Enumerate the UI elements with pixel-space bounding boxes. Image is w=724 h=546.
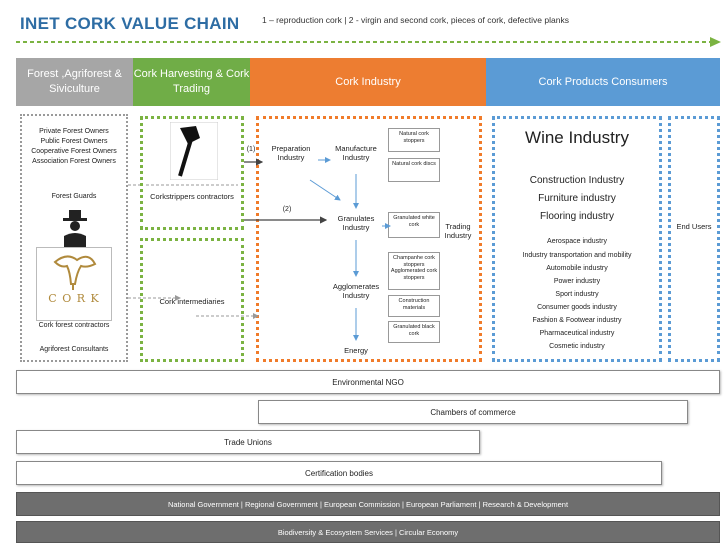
diagram-title: INET CORK VALUE CHAIN bbox=[20, 14, 240, 33]
header-harvest: Cork Harvesting & Cork Trading bbox=[133, 58, 250, 106]
cork-logo-text: C O R K bbox=[48, 292, 100, 305]
header-consumers: Cork Products Consumers bbox=[486, 58, 720, 106]
bar-certification-bodies: Certification bodies bbox=[16, 461, 662, 485]
product-construction-materials: Construction materials bbox=[388, 295, 440, 317]
cork-tree-icon bbox=[53, 255, 97, 290]
consumer-industry: Automobile industry bbox=[546, 265, 608, 272]
flooring-industry: Flooring industry bbox=[540, 211, 614, 222]
intermediaries-label: Cork intermediaries bbox=[159, 297, 225, 306]
product-natural-discs: Natural cork discs bbox=[388, 158, 440, 182]
furniture-industry: Furniture industry bbox=[538, 193, 616, 204]
product-granulated-white: Granulated white cork bbox=[388, 212, 440, 238]
industry-box bbox=[256, 116, 482, 362]
construction-industry: Construction Industry bbox=[529, 175, 625, 186]
forest-owner: Association Forest Owners bbox=[32, 158, 116, 165]
product-granulated-black: Granulated black cork bbox=[388, 321, 440, 343]
header-forest: Forest ,Agriforest & Siviculture bbox=[16, 58, 133, 106]
consumer-industry: Industry transportation and mobility bbox=[522, 252, 632, 259]
bar-chambers-of-commerce: Chambers of commerce bbox=[258, 400, 688, 424]
consumers-box bbox=[492, 116, 662, 362]
strippers-box bbox=[140, 116, 244, 230]
product-champagne-stoppers: Champanhe cork stoppers Agglomerated cor… bbox=[388, 252, 440, 290]
forest-consultants: Agriforest Consultants bbox=[39, 346, 109, 353]
consumer-industry: Consumer goods industry bbox=[537, 304, 617, 311]
preparation-industry: Preparation Industry bbox=[271, 144, 311, 163]
wine-industry: Wine Industry bbox=[525, 128, 629, 147]
product-natural-stoppers: Natural cork stoppers bbox=[388, 128, 440, 152]
value-chain-arrow bbox=[16, 37, 721, 47]
energy-label: Energy bbox=[344, 346, 368, 355]
cork-logo: C O R K bbox=[36, 247, 112, 321]
bar-environmental-ngo: Environmental NGO bbox=[16, 370, 720, 394]
forest-guards: Forest Guards bbox=[51, 193, 97, 200]
forest-box bbox=[20, 114, 128, 362]
forest-owner: Public Forest Owners bbox=[40, 138, 108, 145]
end-users-box bbox=[668, 116, 720, 362]
consumer-industry: Pharmaceutical industry bbox=[539, 330, 615, 337]
forest-owner: Cooperative Forest Owners bbox=[31, 148, 117, 155]
bar-trade-unions: Trade Unions bbox=[16, 430, 480, 454]
agglomerates-industry: Agglomerates Industry bbox=[332, 282, 380, 301]
end-users: End Users bbox=[676, 222, 712, 231]
axe-icon bbox=[170, 122, 218, 180]
strippers-label: Corkstrippers contractors bbox=[150, 192, 234, 201]
trading-industry: Trading Industry bbox=[444, 222, 472, 241]
consumer-industry: Sport industry bbox=[555, 291, 599, 298]
consumer-industry: Aerospace industry bbox=[547, 238, 607, 245]
manufacture-industry: Manufacture Industry bbox=[335, 144, 377, 163]
arrow-label-1: (1) bbox=[246, 146, 256, 153]
forest-owner: Private Forest Owners bbox=[39, 128, 109, 135]
header-industry: Cork Industry bbox=[250, 58, 486, 106]
granulates-industry: Granulates Industry bbox=[337, 214, 375, 233]
bar-biodiversity: Biodiversity & Ecosystem Services | Circ… bbox=[16, 521, 720, 543]
forest-contractors: Cork forest contractors bbox=[38, 322, 110, 329]
forest-guard-icon bbox=[63, 210, 87, 248]
bar-government: National Government | Regional Governmen… bbox=[16, 492, 720, 516]
intermediaries-box bbox=[140, 238, 244, 362]
arrow-label-2: (2) bbox=[282, 206, 292, 213]
consumer-industry: Cosmetic industry bbox=[549, 343, 605, 350]
consumer-industry: Power industry bbox=[553, 278, 601, 285]
legend-text: 1 – reproduction cork | 2 - virgin and s… bbox=[262, 15, 569, 25]
consumer-industry: Fashion & Footwear industry bbox=[532, 317, 622, 324]
